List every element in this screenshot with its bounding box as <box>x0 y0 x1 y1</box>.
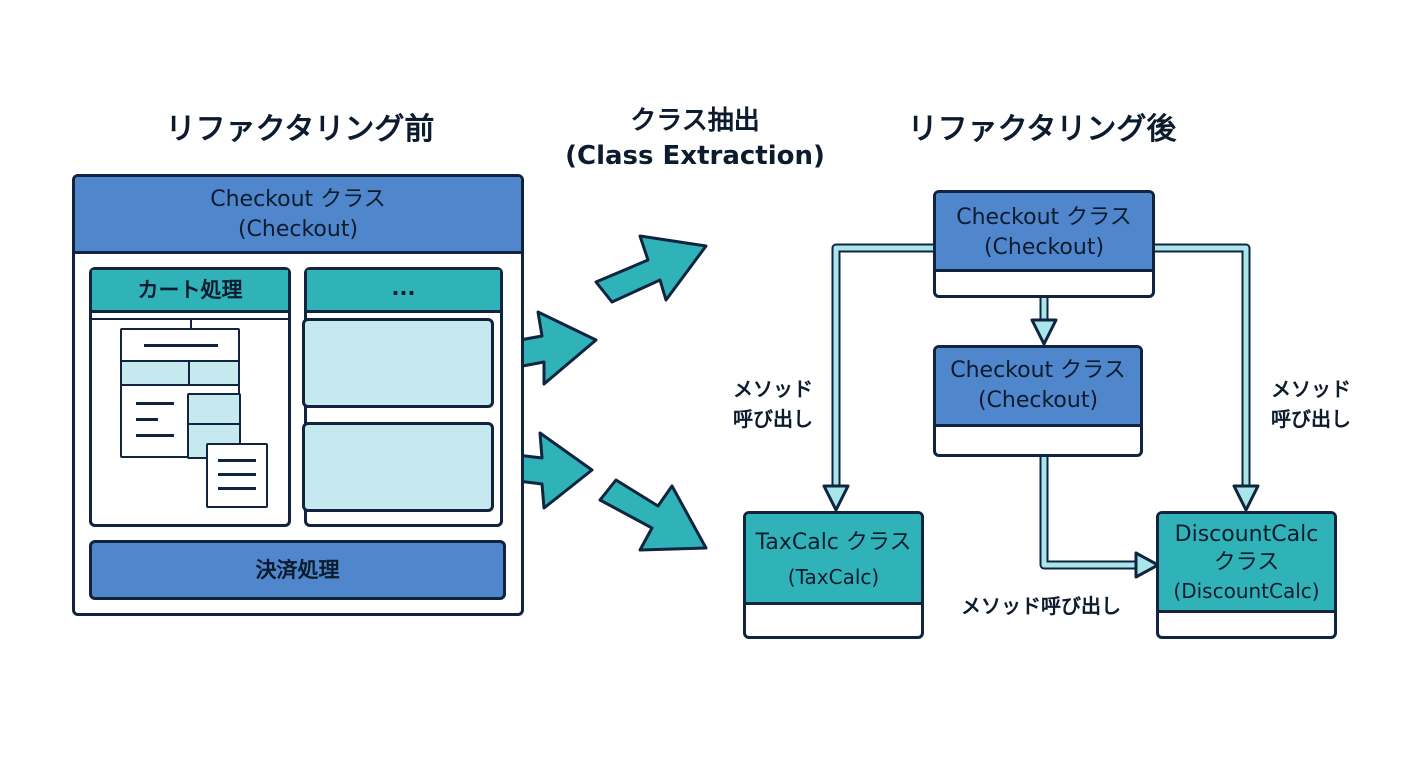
before-class-header: Checkout クラス (Checkout) <box>75 177 521 254</box>
method-call-right-label: メソッド 呼び出し <box>1256 374 1366 434</box>
extraction-arrow-3 <box>594 234 708 304</box>
heading-before: リファクタリング前 <box>165 112 435 147</box>
call-line-left <box>831 243 934 488</box>
method-call-left-line2: 呼び出し <box>733 407 813 431</box>
heading-middle: クラス抽出 (Class Extraction) <box>560 104 830 174</box>
cart-doc-3 <box>206 443 268 508</box>
arrowhead-left <box>822 484 850 512</box>
method-call-bottom-label: メソッド呼び出し <box>961 594 1121 618</box>
call-line-right <box>1154 243 1251 488</box>
call-line-bottom <box>1039 456 1138 570</box>
checkout-top-header: Checkout クラス (Checkout) <box>936 193 1152 272</box>
payment-processing-label: 決済処理 <box>255 558 340 582</box>
checkout-mid-header: Checkout クラス (Checkout) <box>936 348 1140 427</box>
cart-doc-3-line-3 <box>218 487 256 490</box>
cart-table-line-1 <box>144 344 218 347</box>
other-methods-label: ... <box>391 276 416 300</box>
extracted-block-2 <box>302 422 494 512</box>
cart-doc-3-line-1 <box>218 459 256 462</box>
extracted-block-1 <box>302 318 494 408</box>
discountcalc-name: DiscountCalc <box>1174 522 1319 547</box>
cart-table-line-2 <box>136 402 174 405</box>
checkout-top-id: (Checkout) <box>983 235 1105 260</box>
cart-divider-vertical <box>190 318 192 330</box>
before-class-name: Checkout クラス <box>210 187 386 212</box>
method-call-left-label: メソッド 呼び出し <box>718 374 828 434</box>
method-call-left-line1: メソッド <box>733 377 813 401</box>
taxcalc-header: TaxCalc クラス (TaxCalc) <box>746 514 921 605</box>
cart-doc-3-line-2 <box>218 473 256 476</box>
heading-after: リファクタリング後 <box>907 112 1177 147</box>
before-class-id: (Checkout) <box>237 217 359 242</box>
other-methods-header: ... <box>307 270 500 313</box>
cart-table-row-highlight <box>122 360 238 386</box>
payment-processing-box: 決済処理 <box>89 540 506 600</box>
discountcalc-class: DiscountCalc クラス (DiscountCalc) <box>1156 511 1337 639</box>
method-call-right-line1: メソッド <box>1271 377 1351 401</box>
checkout-top-name: Checkout クラス <box>956 205 1132 230</box>
cart-processing-header: カート処理 <box>92 270 288 313</box>
checkout-mid-id: (Checkout) <box>977 388 1099 413</box>
heading-middle-line2: (Class Extraction) <box>565 141 825 171</box>
cart-table-line-3 <box>136 418 158 421</box>
taxcalc-id: (TaxCalc) <box>787 565 880 589</box>
discountcalc-suffix: クラス <box>1213 550 1280 575</box>
cart-table-line-4 <box>136 434 174 437</box>
discountcalc-header: DiscountCalc クラス (DiscountCalc) <box>1159 514 1334 613</box>
checkout-mid-name: Checkout クラス <box>950 358 1126 383</box>
discountcalc-id: (DiscountCalc) <box>1173 579 1320 603</box>
arrowhead-down <box>1030 318 1058 346</box>
cart-table-col <box>188 360 190 386</box>
arrowhead-bottom <box>1134 551 1160 579</box>
checkout-top-class: Checkout クラス (Checkout) <box>933 190 1155 298</box>
cart-processing-label: カート処理 <box>137 278 243 302</box>
checkout-mid-class: Checkout クラス (Checkout) <box>933 345 1143 457</box>
heading-middle-line1: クラス抽出 <box>630 106 760 136</box>
taxcalc-name: TaxCalc クラス <box>755 530 912 555</box>
taxcalc-class: TaxCalc クラス (TaxCalc) <box>743 511 924 639</box>
method-call-right-line2: 呼び出し <box>1271 407 1351 431</box>
cart-sub-doc-line <box>189 423 239 425</box>
extraction-arrow-4 <box>598 478 708 552</box>
arrowhead-right <box>1232 484 1260 512</box>
